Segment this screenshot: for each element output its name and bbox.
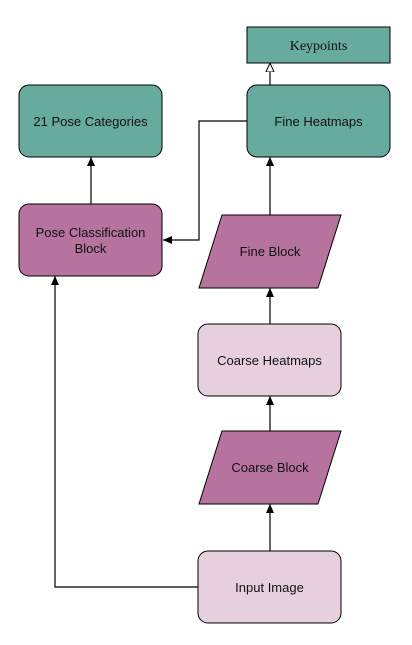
fine-heatmaps-label: Fine Heatmaps xyxy=(274,114,363,129)
pose-classification-node: Pose Classification Block xyxy=(18,203,163,277)
fine-block-label: Fine Block xyxy=(240,244,301,259)
edge-input-to-pose-classification xyxy=(51,276,198,588)
pose-categories-box xyxy=(18,84,163,158)
pose-classification-label-line2: Block xyxy=(75,241,107,256)
pose-classification-box xyxy=(18,203,163,277)
coarse-heatmaps-box xyxy=(197,323,342,397)
keypoints-box xyxy=(246,26,391,64)
pose-classification-label-line1: Pose Classification xyxy=(36,225,146,240)
input-image-label: Input Image xyxy=(235,580,304,595)
fine-block-shape xyxy=(198,214,342,289)
keypoints-node: Keypoints xyxy=(246,26,391,64)
edge-fine-heatmaps-to-pose-classification xyxy=(163,120,247,244)
coarse-block-node: Coarse Block xyxy=(198,430,342,505)
input-image-box xyxy=(197,550,342,624)
input-image-node: Input Image xyxy=(197,550,342,624)
pose-categories-label: 21 Pose Categories xyxy=(33,114,148,129)
coarse-block-shape xyxy=(198,430,342,505)
keypoints-label: Keypoints xyxy=(290,39,348,54)
pose-categories-node: 21 Pose Categories xyxy=(18,84,163,158)
coarse-heatmaps-node: Coarse Heatmaps xyxy=(197,323,342,397)
fine-block-node: Fine Block xyxy=(198,214,342,289)
coarse-block-label: Coarse Block xyxy=(231,460,309,475)
fine-heatmaps-node: Fine Heatmaps xyxy=(246,84,391,158)
fine-heatmaps-box xyxy=(246,84,391,158)
coarse-heatmaps-label: Coarse Heatmaps xyxy=(217,353,322,368)
